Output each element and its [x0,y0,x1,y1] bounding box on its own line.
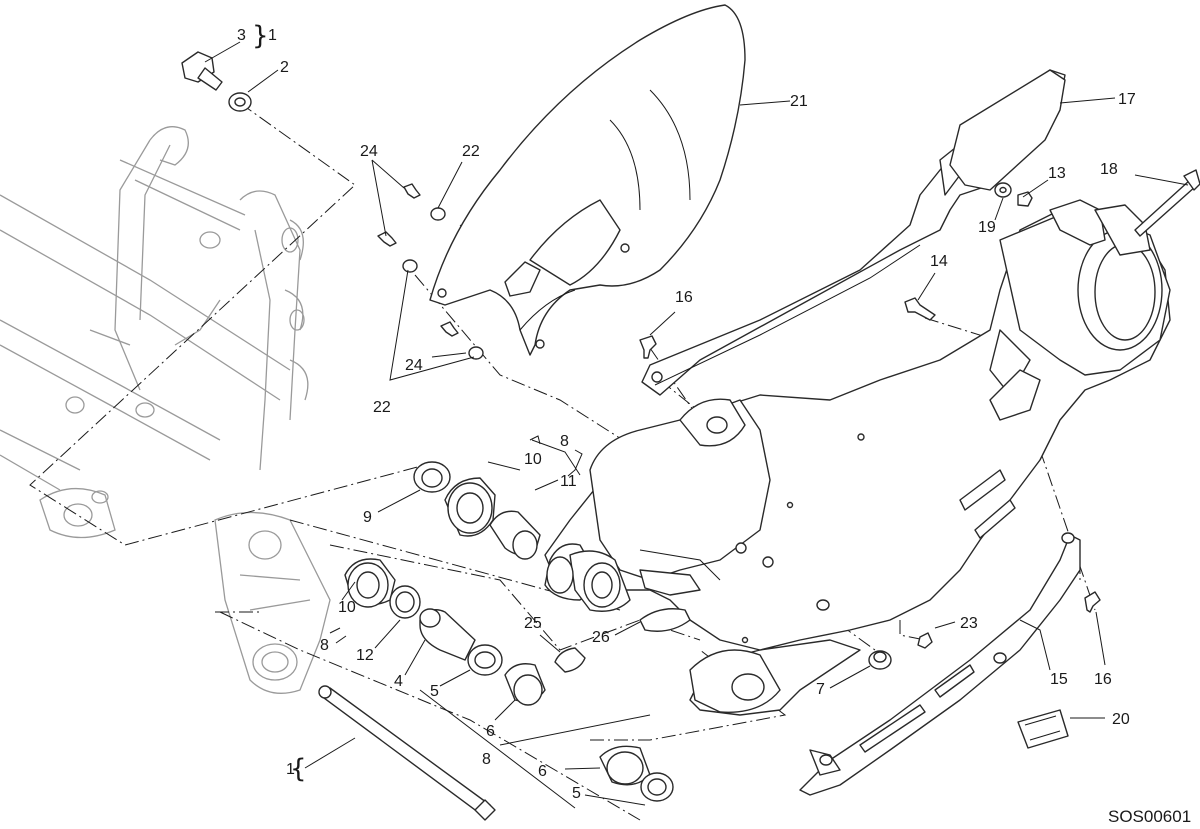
chain-guard-lower [799,532,1081,796]
callout-5-lower: 5 [572,785,581,802]
screw-13 [1017,191,1033,207]
callout-16-top: 16 [675,289,693,306]
bearing-6-lower [599,745,651,786]
callout-15: 15 [1050,671,1068,688]
callout-5-upper: 5 [430,683,439,700]
callout-8-bottom: 8 [482,751,491,768]
screw-16-lower [1084,591,1101,613]
callout-10-top: 10 [524,451,542,468]
sleeve-4 [419,608,476,661]
washer-2 [228,92,252,112]
callout-23: 23 [960,615,978,632]
washer-19 [994,182,1012,198]
clip-23 [917,632,933,649]
bearing-11 [489,510,541,560]
bolt-14 [904,297,936,321]
swingarm [544,199,1171,716]
seal-5-lower [640,772,674,802]
screw-3 [181,51,223,91]
callout-18: 18 [1100,161,1118,178]
callout-9: 9 [363,509,372,526]
bushing-10-lower [344,558,396,608]
callout-8-left: 8 [320,637,329,654]
spacer-12 [389,585,421,619]
callout-26: 26 [592,629,610,646]
callout-19: 19 [978,219,996,236]
callout-21: 21 [790,93,808,110]
grommet-25 [554,647,586,673]
callout-10-bottom: 10 [338,599,356,616]
callout-4: 4 [394,673,403,690]
main-frame [0,126,331,694]
screws-24 [377,183,459,337]
drawing-code: SOS00601 [1108,807,1191,826]
callout-1-bottom: 1 [286,761,295,778]
seal-5-upper [467,644,503,676]
callout-1-top: 1 [268,27,277,44]
callout-22-bottom: 22 [373,399,391,416]
callout-7: 7 [816,681,825,698]
callout-22-top: 22 [462,143,480,160]
nut-7 [868,650,892,670]
brace-3-1: } [252,21,269,51]
callout-6-upper: 6 [486,723,495,740]
plate-26 [639,608,691,632]
callout-25: 25 [524,615,542,632]
callout-24-bottom: 24 [405,357,423,374]
callout-6-lower: 6 [538,763,547,780]
rear-mudguard [429,4,746,356]
washers-22 [402,207,484,360]
callout-3: 3 [237,27,246,44]
bushing-9 [413,461,451,493]
callout-11: 11 [560,473,577,490]
screw-16-upper [639,335,657,359]
callout-13: 13 [1048,165,1066,182]
pivot-shaft-1 [318,685,496,821]
label-20 [1017,709,1069,749]
bushing-10-upper [444,477,496,537]
bearing-6-upper [504,663,546,706]
callout-24-top: 24 [360,143,378,160]
callout-14: 14 [930,253,948,270]
callout-numbers: 3 1 2 24 22 21 17 18 13 19 14 16 24 22 8… [237,27,1136,802]
brace-1: { [290,754,307,784]
callout-20: 20 [1112,711,1130,728]
bolt-18 [1134,169,1200,237]
callout-2: 2 [280,59,289,76]
callout-16-bottom: 16 [1094,671,1112,688]
callout-17: 17 [1118,91,1136,108]
chain-guard-upper [641,69,1066,396]
callout-leaders [204,41,1189,809]
callout-12: 12 [356,647,374,664]
brackets: } { [252,21,583,784]
callout-8-top: 8 [560,433,569,450]
